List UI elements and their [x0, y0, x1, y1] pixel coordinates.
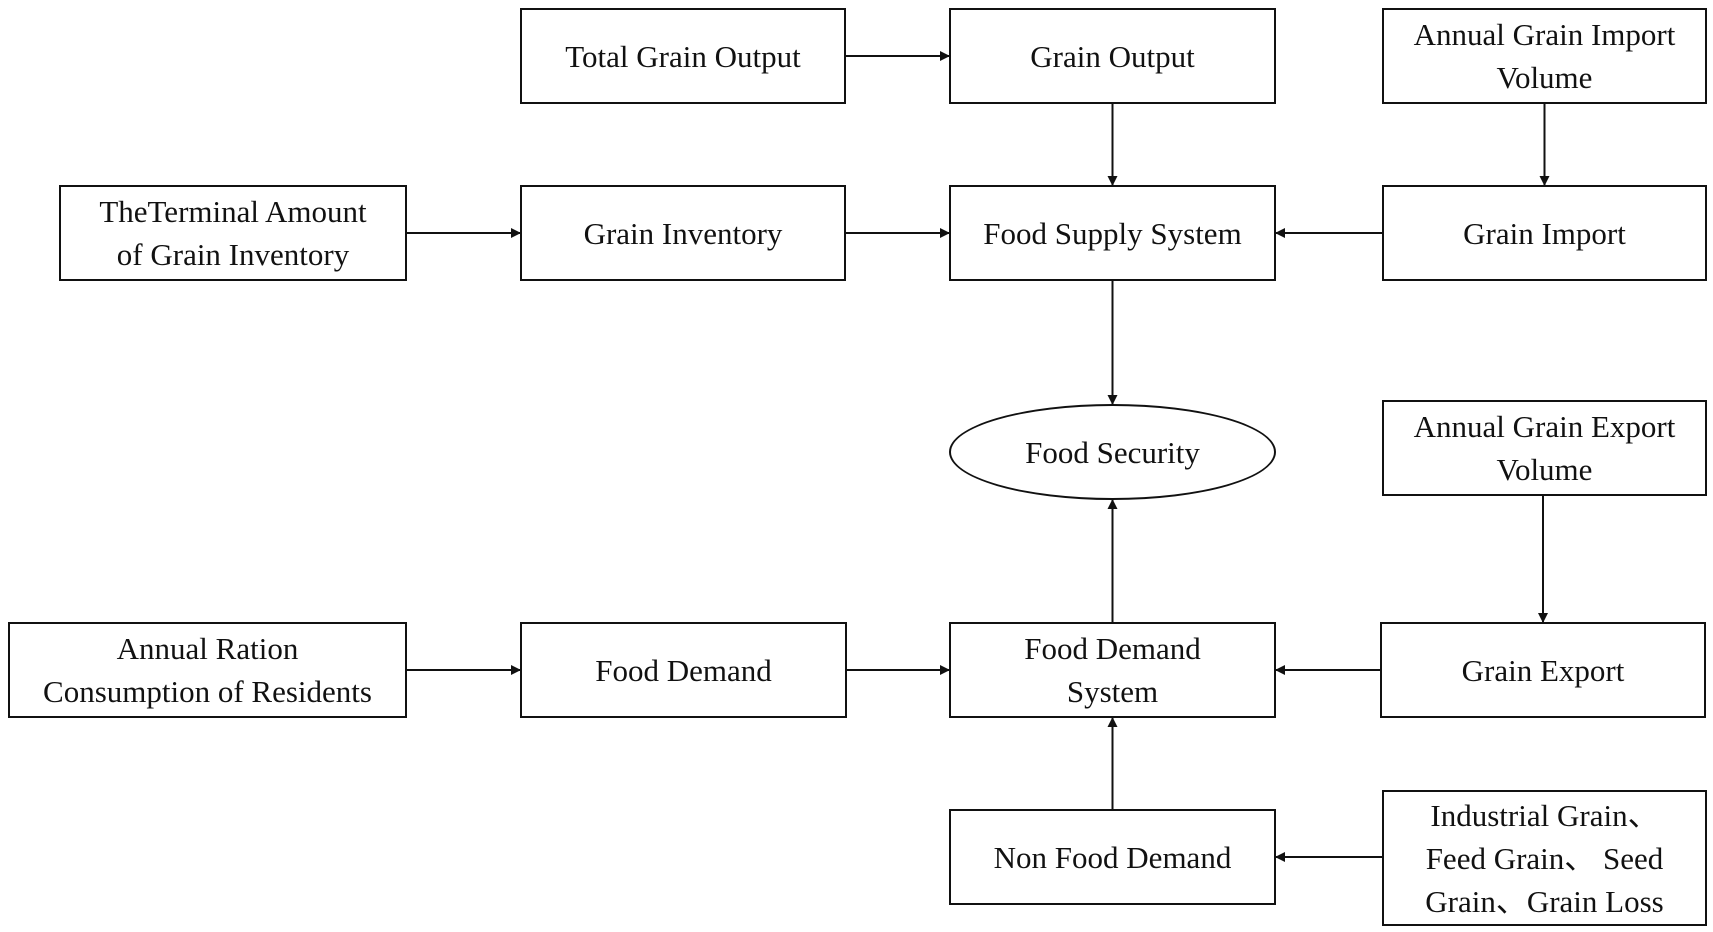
node-other-grain-uses-line-1: Industrial Grain、 — [1430, 797, 1659, 833]
node-total-grain-output-label: Total Grain Output — [565, 38, 801, 74]
node-terminal-grain-inventory: TheTerminal Amount of Grain Inventory — [59, 185, 407, 281]
node-grain-export-label: Grain Export — [1461, 652, 1625, 688]
node-other-grain-uses-line-3: Grain、Grain Loss — [1425, 883, 1664, 919]
node-other-grain-uses-text: Industrial Grain、 Feed Grain、 Seed Grain… — [1425, 794, 1663, 923]
node-grain-output: Grain Output — [949, 8, 1276, 104]
node-annual-ration-consumption: Annual Ration Consumption of Residents — [8, 622, 407, 718]
node-food-security: Food Security — [949, 404, 1276, 500]
node-annual-grain-import-volume: Annual Grain Import Volume — [1382, 8, 1707, 104]
node-annual-grain-import-volume-line-2: Volume — [1496, 60, 1593, 95]
node-non-food-demand-label: Non Food Demand — [993, 839, 1232, 875]
node-grain-export: Grain Export — [1380, 622, 1706, 718]
node-food-demand-label: Food Demand — [595, 652, 772, 688]
node-food-demand-system-line-2: System — [1066, 674, 1159, 709]
node-other-grain-uses: Industrial Grain、 Feed Grain、 Seed Grain… — [1382, 790, 1707, 926]
node-annual-grain-export-volume-line-1: Annual Grain Export — [1413, 409, 1676, 444]
node-annual-grain-export-volume-text: Annual Grain Export Volume — [1414, 405, 1676, 491]
node-terminal-grain-inventory-line-1: TheTerminal Amount — [99, 194, 367, 229]
node-non-food-demand: Non Food Demand — [949, 809, 1276, 905]
node-food-demand-system-line-1: Food Demand — [1024, 631, 1201, 666]
node-annual-ration-consumption-text: Annual Ration Consumption of Residents — [43, 627, 372, 713]
node-other-grain-uses-line-2: Feed Grain、 Seed — [1425, 840, 1664, 876]
node-annual-ration-consumption-line-1: Annual Ration — [116, 631, 299, 666]
node-annual-grain-export-volume: Annual Grain Export Volume — [1382, 400, 1707, 496]
node-annual-ration-consumption-line-2: Consumption of Residents — [43, 674, 372, 709]
node-annual-grain-export-volume-line-2: Volume — [1496, 452, 1593, 487]
node-grain-import-label: Grain Import — [1463, 215, 1626, 251]
node-total-grain-output: Total Grain Output — [520, 8, 846, 104]
node-grain-import: Grain Import — [1382, 185, 1707, 281]
node-annual-grain-import-volume-text: Annual Grain Import Volume — [1414, 13, 1676, 99]
node-food-demand-system-text: Food Demand System — [1024, 627, 1201, 713]
node-food-demand-system: Food Demand System — [949, 622, 1276, 718]
node-food-demand: Food Demand — [520, 622, 847, 718]
node-grain-inventory-label: Grain Inventory — [583, 215, 783, 251]
node-food-supply-system: Food Supply System — [949, 185, 1276, 281]
node-grain-output-label: Grain Output — [1030, 38, 1195, 74]
node-terminal-grain-inventory-line-2: of Grain Inventory — [116, 237, 350, 272]
node-food-supply-system-label: Food Supply System — [983, 215, 1242, 251]
node-grain-inventory: Grain Inventory — [520, 185, 846, 281]
node-terminal-grain-inventory-text: TheTerminal Amount of Grain Inventory — [99, 190, 366, 276]
node-annual-grain-import-volume-line-1: Annual Grain Import — [1413, 17, 1676, 52]
node-food-security-label: Food Security — [1025, 434, 1200, 470]
